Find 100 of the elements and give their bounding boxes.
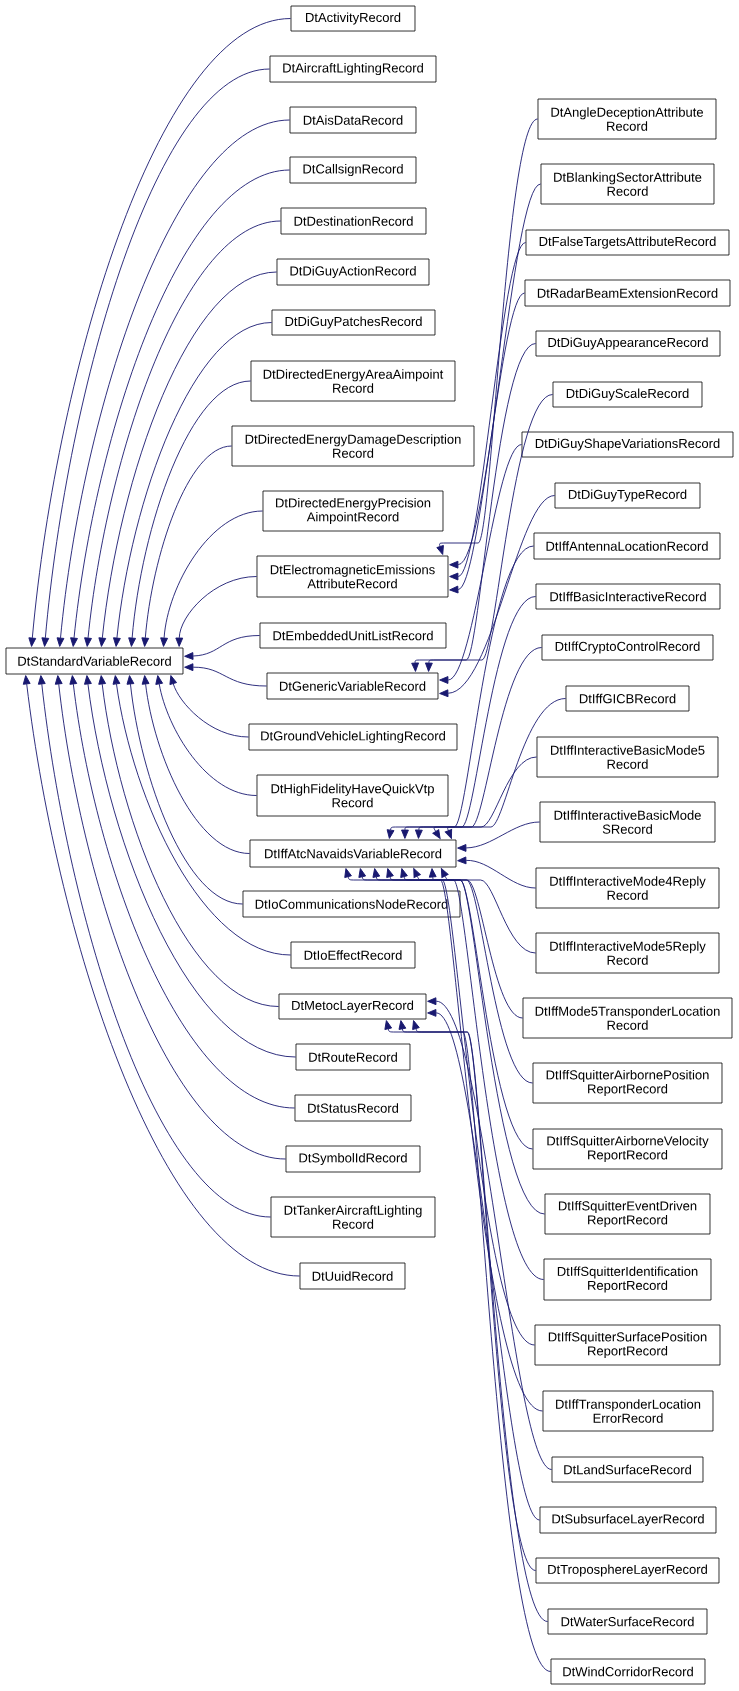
inheritance-arrow — [440, 868, 537, 954]
inheritance-arrow — [449, 242, 527, 581]
class-box: DtDiGuyPatchesRecord — [271, 309, 436, 336]
inheritance-arrow — [444, 756, 538, 839]
inheritance-arrow — [401, 596, 537, 839]
class-box: DtDiGuyScaleRecord — [552, 381, 703, 408]
class-box: DtDirectedEnergyAreaAimpoint Record — [250, 360, 456, 402]
inheritance-arrow — [41, 68, 271, 647]
inheritance-arrow — [436, 118, 539, 555]
inheritance-arrow — [22, 675, 301, 1277]
class-box: DtSymbolIdRecord — [285, 1145, 421, 1173]
inheritance-arrow — [84, 220, 282, 647]
inheritance-arrow — [84, 675, 297, 1058]
class-box: DtIffSquitterAirborneVelocity ReportRecord — [532, 1128, 723, 1170]
inheritance-arrow — [141, 675, 251, 854]
inheritance-arrow — [160, 510, 264, 647]
class-box: DtIffMode5TransponderLocation Record — [522, 997, 733, 1039]
class-box: DtDiGuyAppearanceRecord — [535, 330, 721, 357]
inheritance-arrow — [113, 322, 273, 647]
inheritance-arrow — [69, 675, 296, 1109]
class-box: DtIffAntennaLocationRecord — [533, 532, 721, 560]
class-box: DtIoCommunicationsNodeRecord — [242, 890, 461, 918]
inheritance-arrow — [386, 545, 535, 839]
class-box: DtUuidRecord — [299, 1262, 406, 1290]
inheritance-arrow — [155, 675, 258, 796]
inheritance-arrow — [428, 868, 524, 1019]
inheritance-arrow — [28, 18, 292, 647]
inheritance-arrow — [54, 675, 287, 1160]
inheritance-arrow — [412, 1020, 537, 1571]
inheritance-arrow — [457, 856, 537, 889]
class-box: DtMetocLayerRecord — [278, 993, 427, 1020]
inheritance-arrow — [413, 868, 534, 1084]
inheritance-arrow — [398, 1020, 549, 1622]
inheritance-arrow — [128, 380, 252, 647]
inheritance-arrow — [427, 997, 553, 1470]
inheritance-arrow — [427, 1009, 541, 1521]
inheritance-arrow — [432, 698, 567, 840]
class-box: DtSubsurfaceLayerRecord — [539, 1506, 717, 1534]
inheritance-arrow — [126, 675, 244, 905]
class-box: DtStatusRecord — [294, 1094, 412, 1122]
inheritance-arrow — [425, 394, 554, 672]
class-box: DtAisDataRecord — [289, 106, 417, 134]
inheritance-arrow — [184, 663, 268, 687]
class-box: DtRadarBeamExtensionRecord — [524, 279, 731, 307]
inheritance-arrow — [344, 868, 544, 1412]
inheritance-arrow — [400, 868, 534, 1150]
class-box: DtIffCryptoControlRecord — [541, 634, 714, 661]
class-box: DtIffAtcNavaidsVariableRecord — [249, 839, 457, 868]
class-box: DtIffInteractiveBasicMode SRecord — [539, 801, 716, 843]
class-box: DtGroundVehicleLightingRecord — [248, 723, 458, 751]
inheritance-arrow — [169, 675, 250, 738]
class-box: DtDiGuyTypeRecord — [554, 482, 701, 509]
class-box: DtIffSquitterEventDriven ReportRecord — [544, 1193, 711, 1235]
inheritance-arrow — [449, 183, 542, 569]
inheritance-arrow — [184, 635, 261, 660]
class-box: DtHighFidelityHaveQuickVtp Record — [256, 774, 449, 817]
class-box: DtDirectedEnergyDamageDescription Record — [231, 425, 475, 467]
class-box: DtIffGICBRecord — [565, 685, 690, 712]
class-box: DtLandSurfaceRecord — [551, 1456, 704, 1483]
inheritance-arrow — [414, 647, 543, 839]
inheritance-arrow — [411, 343, 537, 672]
class-box: DtWaterSurfaceRecord — [547, 1608, 708, 1635]
inheritance-arrow — [37, 675, 272, 1218]
class-box: DtIffSquitterAirbornePosition ReportRecord — [532, 1062, 723, 1104]
inheritance-arrow — [98, 675, 280, 1007]
inheritance-arrow — [98, 271, 278, 647]
inheritance-arrow — [386, 868, 546, 1215]
class-box: DtIffSquitterSurfacePosition ReportRecord — [534, 1324, 721, 1366]
inheritance-arrow — [372, 868, 545, 1280]
class-box: DtCallsignRecord — [289, 156, 417, 184]
inheritance-arrow — [384, 1020, 552, 1672]
inheritance-arrow — [358, 868, 536, 1346]
inheritance-arrow — [112, 675, 292, 956]
inheritance-arrow — [457, 821, 541, 852]
class-box: DtDirectedEnergyPrecision AimpointRecord — [262, 490, 444, 532]
class-box: DtBlankingSectorAttribute Record — [540, 163, 715, 205]
class-box: DtAircraftLightingRecord — [269, 55, 437, 83]
class-box: DtDiGuyActionRecord — [276, 258, 430, 286]
class-box: DtTroposphereLayerRecord — [535, 1557, 720, 1584]
inheritance-arrow — [439, 444, 523, 684]
class-box: DtIffInteractiveBasicMode5 Record — [536, 736, 719, 778]
class-box: DtIffSquitterIdentification ReportRecord — [543, 1258, 712, 1301]
class-box: DtStandardVariableRecord — [5, 647, 184, 675]
inheritance-arrow — [175, 576, 258, 647]
class-box: DtIoEffectRecord — [290, 941, 416, 969]
class-box: DtIffTransponderLocation ErrorRecord — [542, 1390, 714, 1432]
class-box: DtActivityRecord — [290, 5, 416, 32]
class-box: DtAngleDeceptionAttribute Record — [537, 98, 717, 140]
class-box: DtFalseTargetsAttributeRecord — [525, 229, 730, 256]
inheritance-arrow — [439, 495, 556, 698]
class-box: DtGenericVariableRecord — [266, 672, 439, 700]
inheritance-arrow — [141, 445, 233, 647]
inheritance-arrow — [449, 292, 526, 594]
class-box: DtDestinationRecord — [280, 207, 427, 235]
class-box: DtIffInteractiveMode4Reply Record — [535, 867, 720, 909]
class-box: DtIffInteractiveMode5Reply Record — [535, 932, 720, 974]
class-box: DtElectromagneticEmissions AttributeRecord — [256, 555, 449, 598]
class-box: DtTankerAircraftLighting Record — [270, 1196, 436, 1238]
class-box: DtWindCorridorRecord — [550, 1658, 706, 1685]
class-box: DtIffBasicInteractiveRecord — [535, 583, 721, 610]
